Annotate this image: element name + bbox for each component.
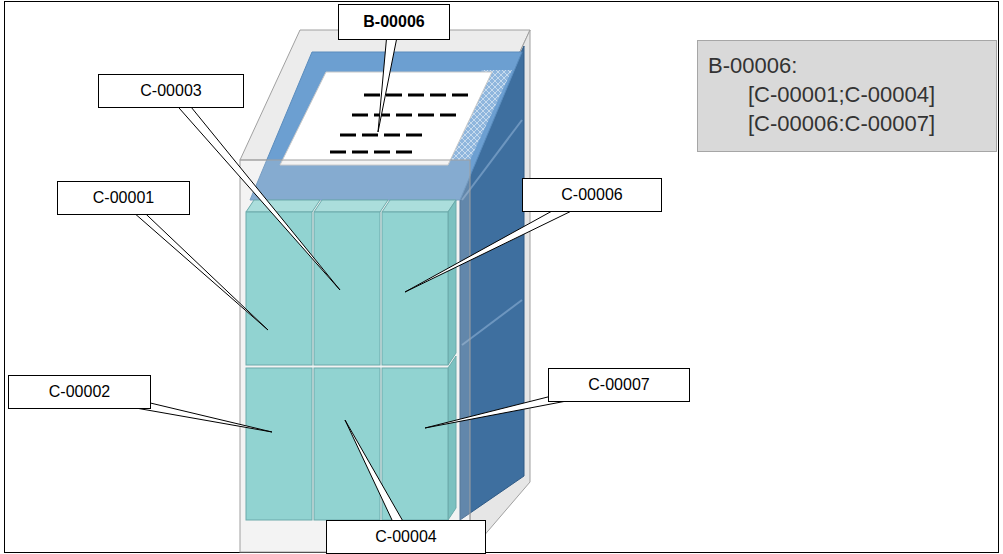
callout-box: C-00003 xyxy=(98,74,244,108)
callout-box: C-00004 xyxy=(326,520,486,554)
callout-box: C-00006 xyxy=(522,178,662,212)
callout-label: C-00007 xyxy=(588,375,649,394)
image-frame xyxy=(5,2,999,553)
callout-label: C-00004 xyxy=(375,527,436,546)
note-text: [C-00006:C-00007] xyxy=(748,109,935,138)
document-lines xyxy=(330,95,468,152)
callout-pointers xyxy=(79,22,619,537)
callout-box: C-00002 xyxy=(8,375,151,409)
note-box: B-00006:[C-00001;C-00004][C-00006:C-0000… xyxy=(697,40,997,152)
inner-wall-seam xyxy=(462,300,522,345)
callout-label: C-00001 xyxy=(93,188,154,207)
housing-front xyxy=(240,160,470,552)
callout-label: B-00006 xyxy=(363,12,424,31)
callout-box: C-00007 xyxy=(548,368,690,402)
callout-label: C-00006 xyxy=(561,185,622,204)
note-text: [C-00001;C-00004] xyxy=(748,80,935,109)
note-text: B-00006: xyxy=(708,51,797,80)
callout-box: B-00006 xyxy=(338,4,450,40)
callout-box: C-00001 xyxy=(57,181,190,215)
callout-label: C-00003 xyxy=(140,81,201,100)
callout-label: C-00002 xyxy=(49,382,110,401)
